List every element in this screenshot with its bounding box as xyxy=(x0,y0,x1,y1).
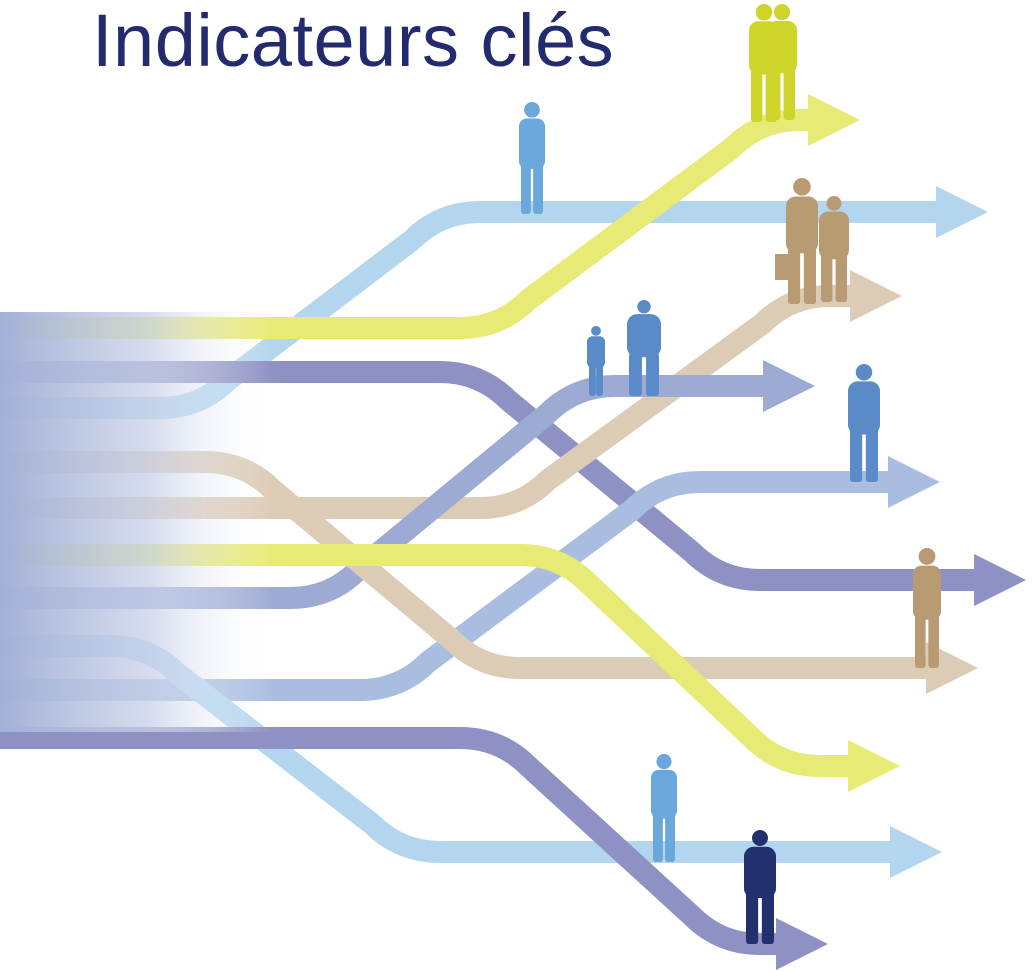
arrow-yellow-top xyxy=(0,94,860,339)
adult-high-five xyxy=(627,300,661,396)
man-standing xyxy=(913,548,941,668)
couple-person-2 xyxy=(767,4,797,120)
briefcase-icon xyxy=(775,254,795,280)
arrow-violet-1 xyxy=(0,361,1026,606)
elderly-woman xyxy=(819,196,849,302)
young-man xyxy=(744,830,776,944)
arrow-periwinkle xyxy=(0,456,940,701)
arrow-yellow-2 xyxy=(0,544,900,792)
woman-standing xyxy=(651,754,677,862)
person-cheering xyxy=(519,102,545,214)
arrow-violet-2 xyxy=(0,727,828,970)
child-high-five xyxy=(587,326,605,396)
elderly-man xyxy=(786,178,818,304)
man-carrying-box xyxy=(848,364,880,482)
left-fade-overlay xyxy=(0,312,275,732)
page-title: Indicateurs clés xyxy=(92,0,615,82)
